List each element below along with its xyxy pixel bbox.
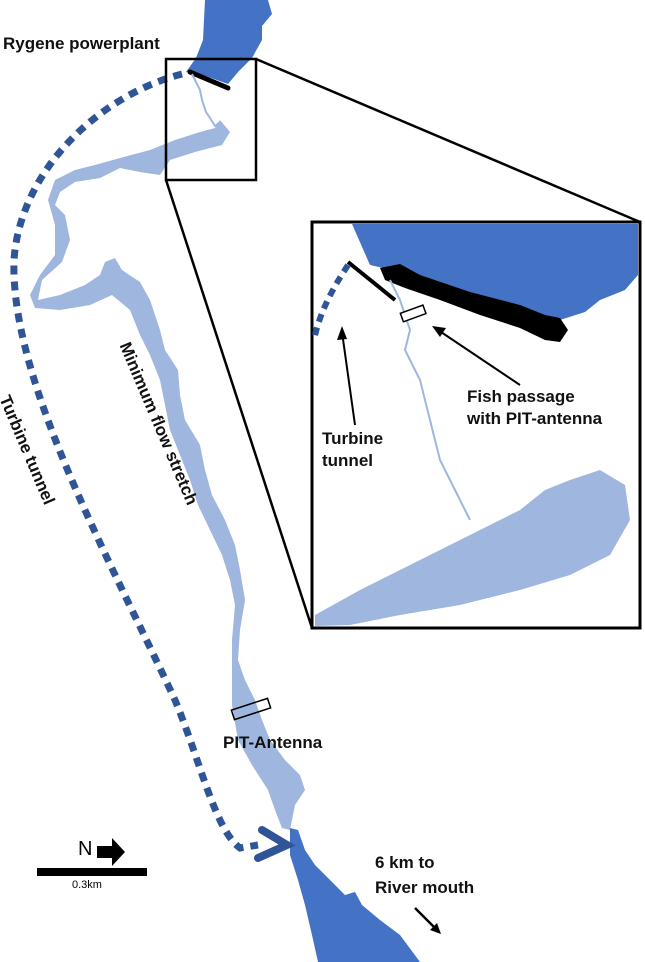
inset-fish-passage-label: Fish passage with PIT-antenna bbox=[467, 386, 602, 430]
inset-turbine-line2: tunnel bbox=[322, 451, 373, 470]
river-mouth-line2: River mouth bbox=[375, 878, 475, 897]
river-mouth-label: 6 km to River mouth bbox=[375, 850, 474, 900]
inset-turbine-label: Turbine tunnel bbox=[322, 428, 383, 472]
north-arrow-icon bbox=[97, 838, 125, 866]
zoom-frame bbox=[164, 57, 258, 182]
powerplant-label: Rygene powerplant bbox=[3, 34, 160, 53]
pit-antenna-marker bbox=[230, 697, 272, 721]
turbine-tunnel-path bbox=[10, 70, 259, 852]
river-mouth-line1: 6 km to bbox=[375, 853, 435, 872]
powerplant-dam bbox=[187, 69, 231, 91]
inset-fish-line2: with PIT-antenna bbox=[467, 409, 603, 428]
minimum-flow-river bbox=[30, 120, 305, 830]
minimum-flow-stream-upper bbox=[191, 73, 221, 128]
scale-distance-label: 0.3km bbox=[72, 879, 102, 891]
tunnel-outlet-chevron-icon bbox=[254, 826, 296, 862]
pit-antenna-label: PIT-Antenna bbox=[223, 733, 323, 752]
inset-fish-line1: Fish passage bbox=[467, 387, 575, 406]
inset-turbine-line1: Turbine bbox=[322, 429, 384, 448]
inset-map bbox=[310, 220, 642, 630]
scale-bar bbox=[37, 868, 147, 876]
river-mouth-arrow-icon bbox=[414, 907, 438, 931]
upper-reservoir bbox=[186, 0, 272, 84]
lower-river bbox=[290, 828, 420, 962]
north-label: N bbox=[78, 838, 93, 860]
